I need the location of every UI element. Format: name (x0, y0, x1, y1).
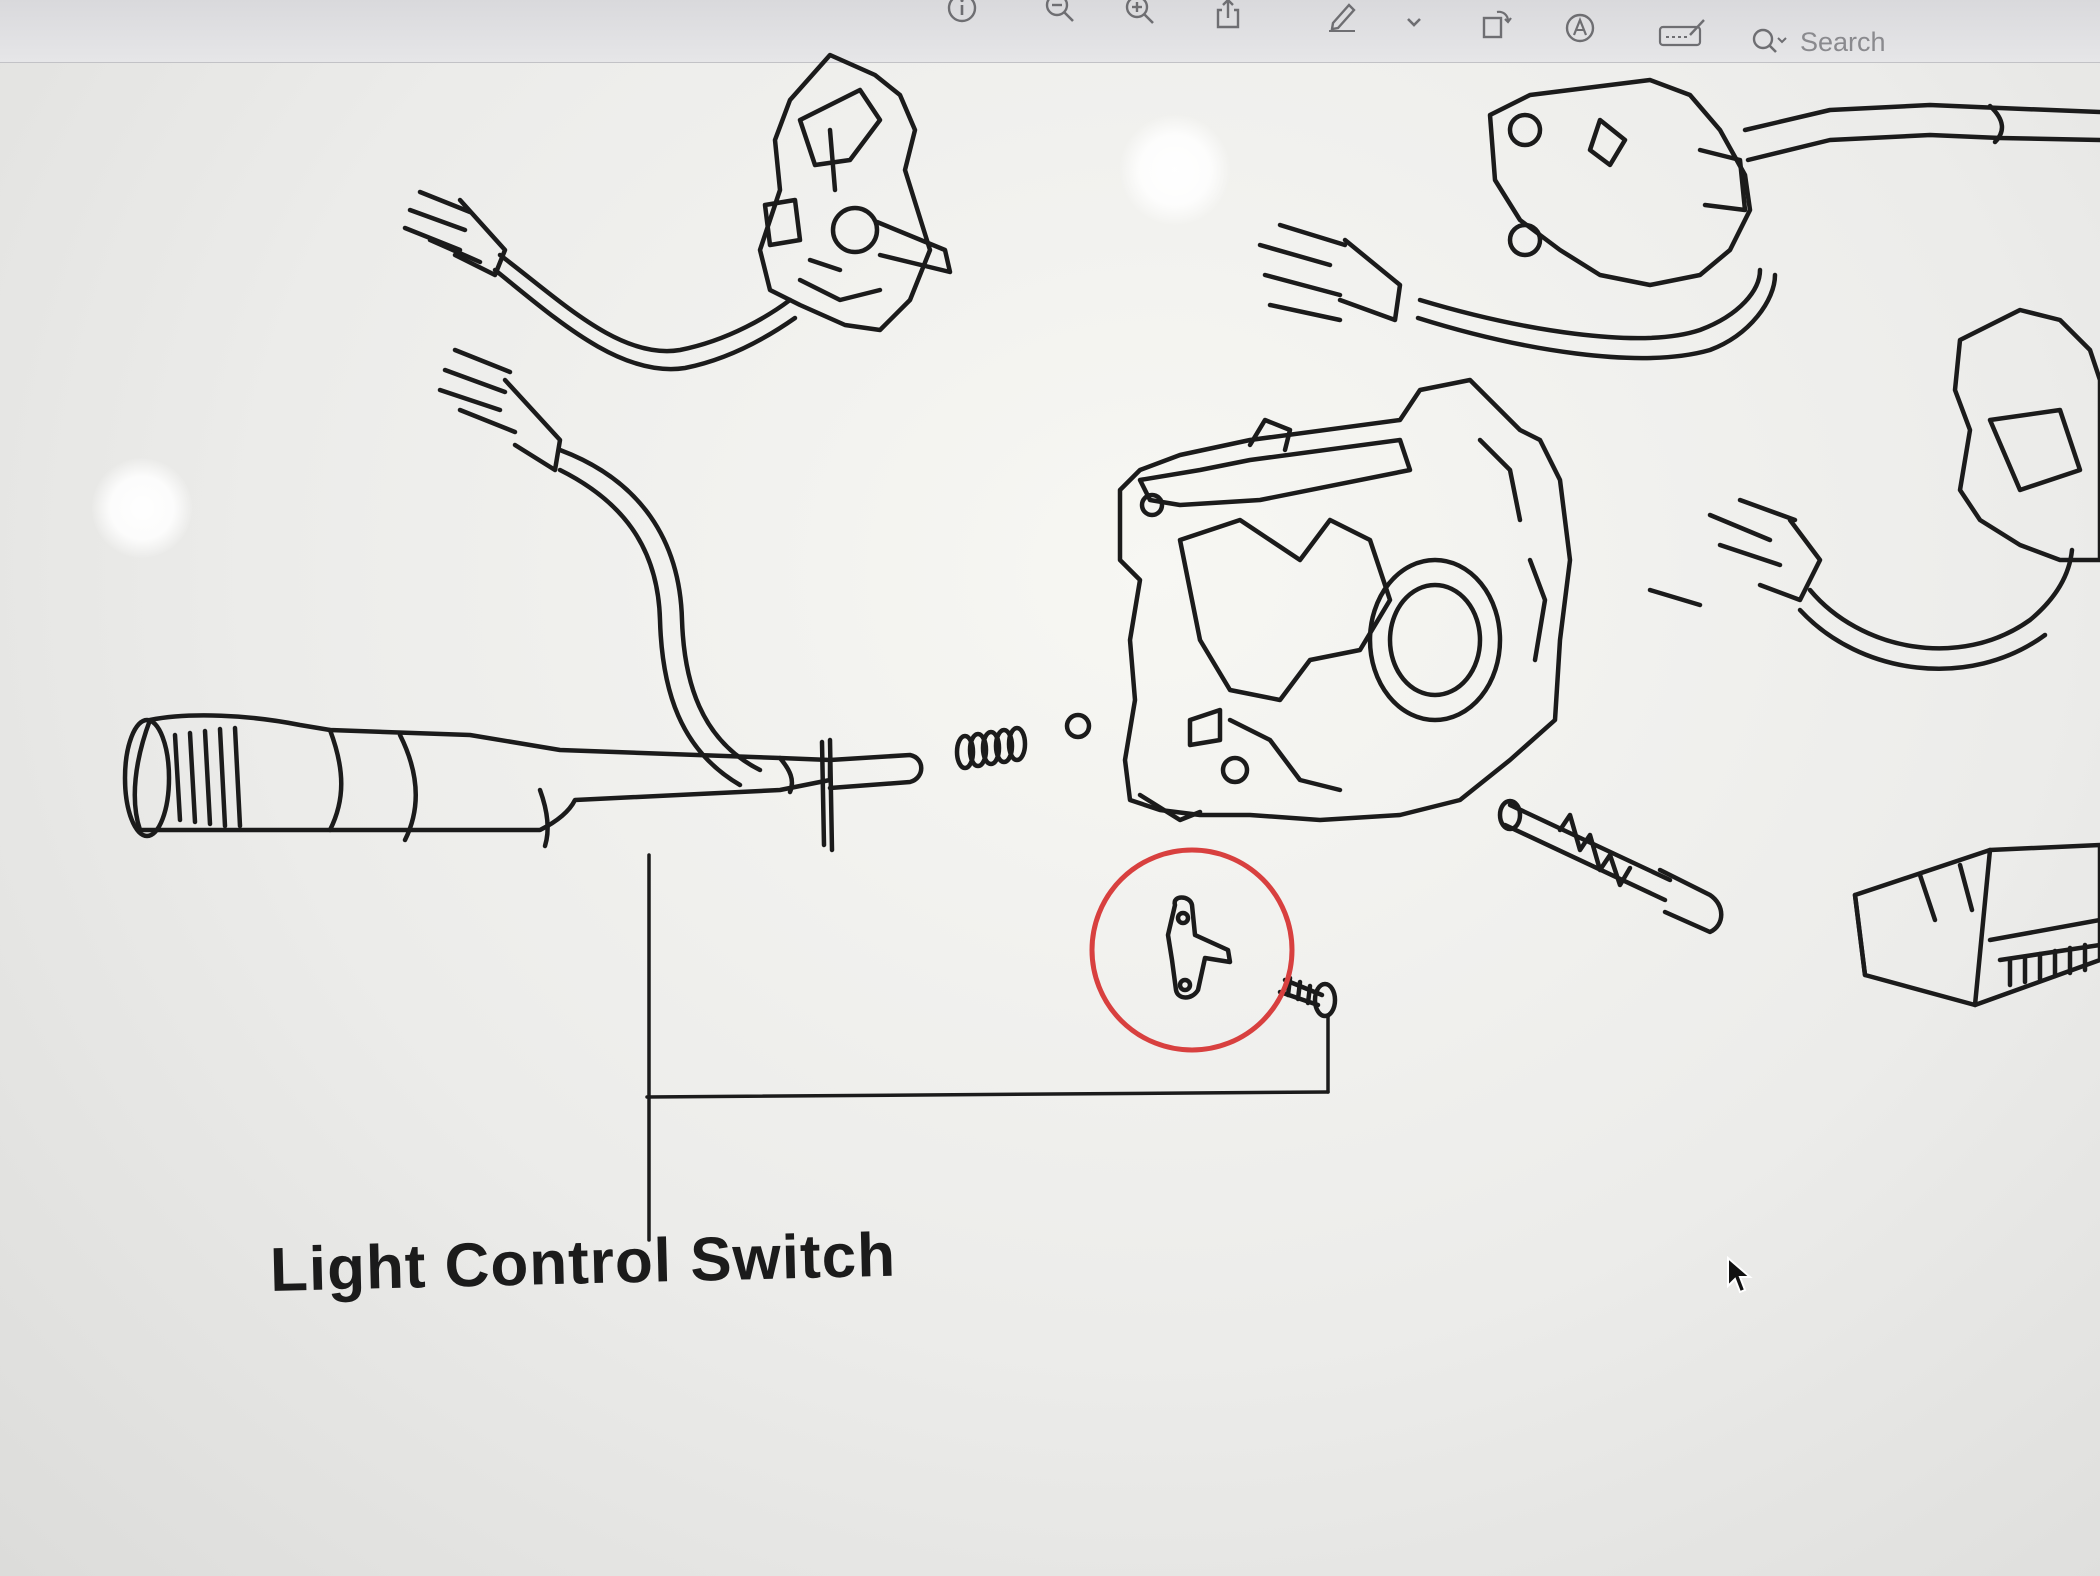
highlight-pen-icon[interactable] (1320, 0, 1364, 38)
screen-glare (1120, 115, 1230, 225)
signature-icon[interactable] (1656, 10, 1710, 54)
switch-housing (1117, 377, 1573, 823)
zoom-out-icon[interactable] (1038, 0, 1082, 30)
document-page (0, 30, 2100, 1576)
info-icon[interactable] (940, 0, 984, 30)
chevron-down-icon[interactable] (1392, 0, 1436, 44)
search-icon (1752, 28, 1787, 53)
connector-block (1852, 842, 2100, 1008)
detent-ball (1064, 712, 1092, 740)
callout-leader-lines (645, 853, 1330, 1242)
mouse-cursor-icon (1727, 1256, 1753, 1294)
markup-icon[interactable] (1558, 6, 1602, 50)
right-wire-harness (1647, 497, 2075, 671)
search-field[interactable] (1738, 16, 2100, 68)
retaining-screw (1277, 975, 1338, 1019)
upper-right-wire-harness (1257, 222, 1778, 361)
zoom-in-icon[interactable] (1118, 0, 1162, 32)
search-input[interactable] (1800, 26, 2050, 58)
right-switch-component (1952, 307, 2100, 563)
upper-right-switch-component (1487, 77, 2100, 288)
lever-wire-harness (437, 347, 763, 788)
annotation-circle (1089, 847, 1295, 1053)
light-control-lever (122, 713, 924, 853)
detent-spring (954, 725, 1028, 771)
rotate-icon[interactable] (1474, 2, 1518, 46)
share-icon[interactable] (1206, 0, 1250, 36)
return-spring-rod (1497, 798, 1724, 935)
screen-glare (92, 458, 192, 558)
upper-switch-component (757, 52, 953, 333)
upper-wire-harness (402, 189, 798, 372)
preview-toolbar (0, 0, 2100, 63)
lever-retainer-bracket (1165, 895, 1233, 1000)
